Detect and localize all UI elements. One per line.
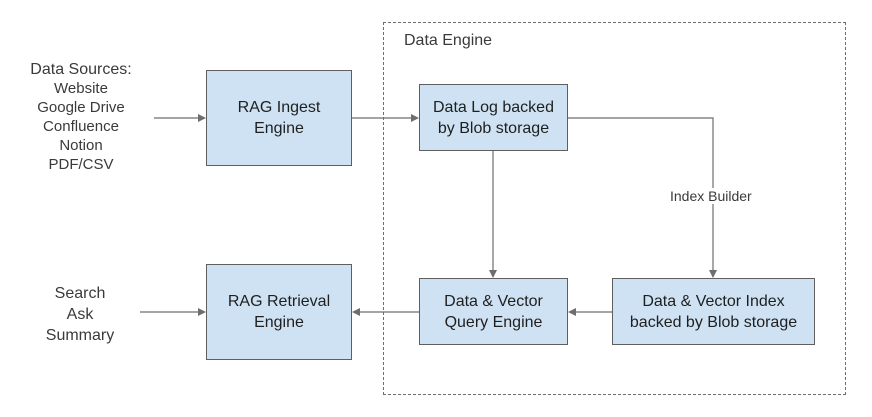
arrow-log-to-index: [568, 117, 717, 278]
node-label-line: RAG Ingest: [237, 99, 321, 116]
query-types-list: Search Ask Summary: [30, 283, 130, 346]
source-pdf-csv: PDF/CSV: [48, 156, 114, 173]
rag-retrieval-engine-box: RAG Retrieval Engine: [206, 264, 352, 360]
index-builder-label: Index Builder: [668, 188, 754, 204]
node-label-line: by Blob storage: [437, 119, 550, 137]
node-label-line: Engine: [254, 314, 304, 331]
data-log-box: Data Log backed by Blob storage: [419, 84, 568, 151]
query-summary: Summary: [45, 327, 115, 344]
node-label-line: RAG Retrieval: [227, 293, 331, 310]
node-label-line: Query Engine: [444, 313, 543, 331]
source-notion: Notion: [59, 137, 103, 154]
data-engine-title: Data Engine: [404, 32, 493, 49]
node-label-line: Data & Vector Index: [642, 292, 785, 310]
node-label-line: Engine: [254, 120, 304, 137]
source-website: Website: [54, 80, 108, 97]
node-label-line: backed by Blob storage: [629, 313, 798, 331]
data-vector-index-box: Data & Vector Index backed by Blob stora…: [612, 278, 815, 345]
source-confluence: Confluence: [43, 118, 119, 135]
data-engine-region: [383, 22, 846, 395]
query-search: Search: [54, 285, 106, 302]
data-sources-heading: Data Sources:: [30, 61, 132, 78]
data-sources-list: Data Sources: Website Google Drive Confl…: [18, 60, 144, 174]
source-google-drive: Google Drive: [37, 99, 125, 116]
data-vector-query-engine-box: Data & Vector Query Engine: [419, 278, 568, 345]
rag-ingest-engine-box: RAG Ingest Engine: [206, 70, 352, 166]
node-label-line: Data & Vector: [444, 292, 543, 310]
node-label-line: Data Log backed: [433, 98, 554, 116]
query-ask: Ask: [66, 306, 94, 323]
